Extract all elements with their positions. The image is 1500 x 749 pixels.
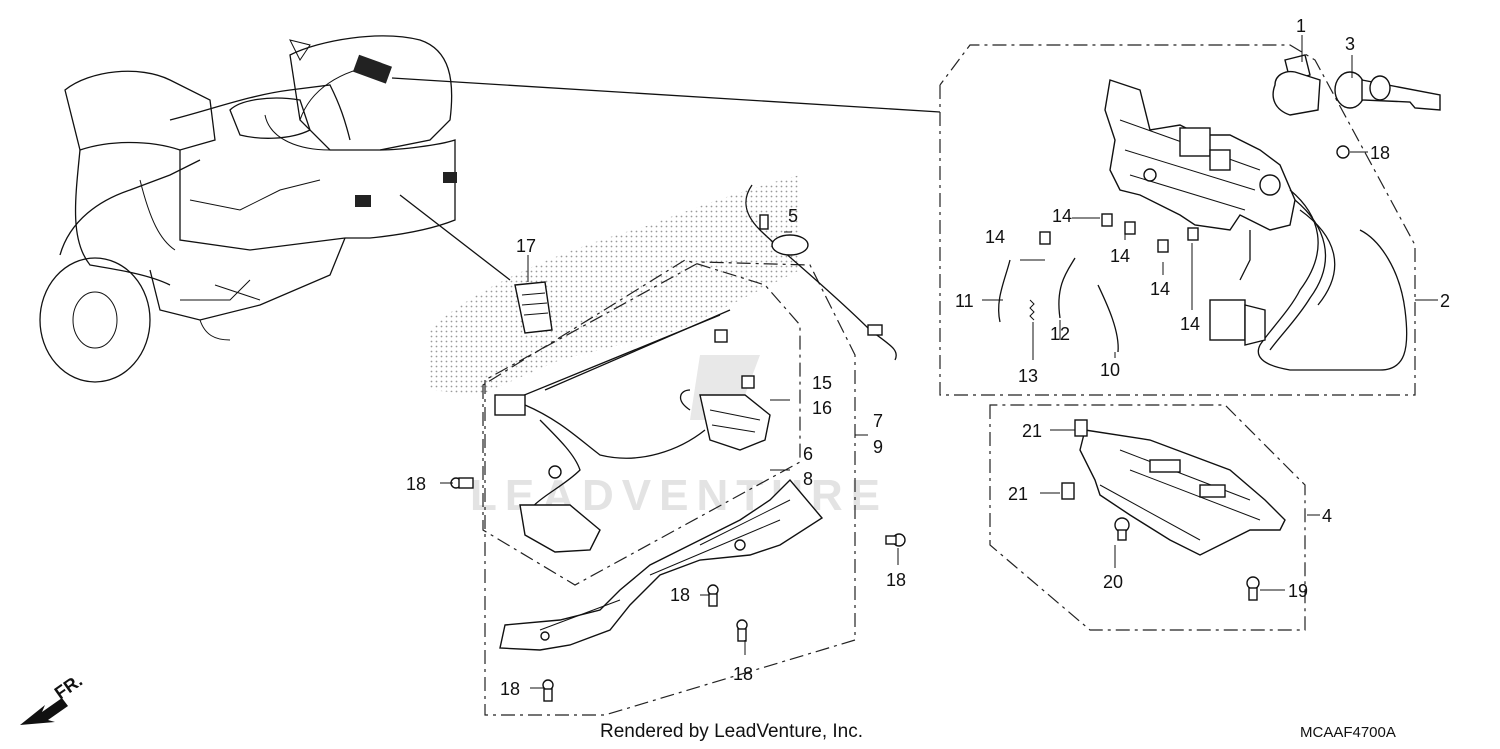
callout-5: 5 [788,206,798,226]
trunk-latch-parts [450,309,771,553]
callout-6: 6 [803,444,813,464]
callout-19: 19 [1288,581,1308,601]
callout-labels: 1 3 18 2 14 14 14 14 14 11 12 13 10 4 19… [406,16,1450,699]
callout-9: 9 [873,437,883,457]
callout-3: 3 [1345,34,1355,54]
callout-11: 11 [955,291,974,311]
release-cable [745,184,897,361]
callout-14b: 14 [985,227,1005,247]
callout-21a: 21 [1022,421,1042,441]
rod-11 [998,259,1011,323]
callout-18b: 18 [406,474,426,494]
lock-assembly-box [939,44,1416,396]
callout-leaders [440,35,1438,689]
callout-12: 12 [1050,324,1070,344]
callout-18e: 18 [733,664,753,684]
motorcycle-illustration [39,35,457,383]
callout-7: 7 [873,411,883,431]
diagram-code: MCAAF4700A [1300,724,1396,741]
callout-4: 4 [1322,506,1332,526]
latch-plate [1061,419,1286,601]
trunk-shading [430,175,800,395]
callout-14a: 14 [1052,206,1072,226]
callout-15: 15 [812,373,832,393]
callout-18d: 18 [670,585,690,605]
leader-trunk-to-lock [391,77,941,113]
rod-12 [1058,257,1076,319]
spring-13 [1029,299,1035,321]
center-assembly-box [484,261,856,716]
callout-20: 20 [1103,572,1123,592]
callout-10: 10 [1100,360,1120,380]
rod-10 [1097,284,1119,353]
callout-14c: 14 [1110,246,1130,266]
leader-saddlebag-to-cover [399,194,511,281]
callout-18f: 18 [500,679,520,699]
callout-17: 17 [516,236,536,256]
callout-21b: 21 [1008,484,1028,504]
cover-17 [514,281,553,334]
latch-plate-box [989,404,1306,631]
callout-8: 8 [803,469,813,489]
callout-14e: 14 [1180,314,1200,334]
bracket-6-8 [499,478,906,702]
front-label: FR. [51,670,86,703]
lock-assembly [1104,79,1408,371]
latch-subassembly-box [482,259,801,586]
callout-14d: 14 [1150,279,1170,299]
callout-1: 1 [1296,16,1306,36]
callout-18a: 18 [1370,143,1390,163]
callout-18c: 18 [886,570,906,590]
front-direction-arrow: FR. [20,670,86,725]
callout-13: 13 [1018,366,1038,386]
footer-credit: Rendered by LeadVenture, Inc. [600,721,863,742]
callout-2: 2 [1440,291,1450,311]
callout-16: 16 [812,398,832,418]
ignition-key [1272,54,1441,116]
